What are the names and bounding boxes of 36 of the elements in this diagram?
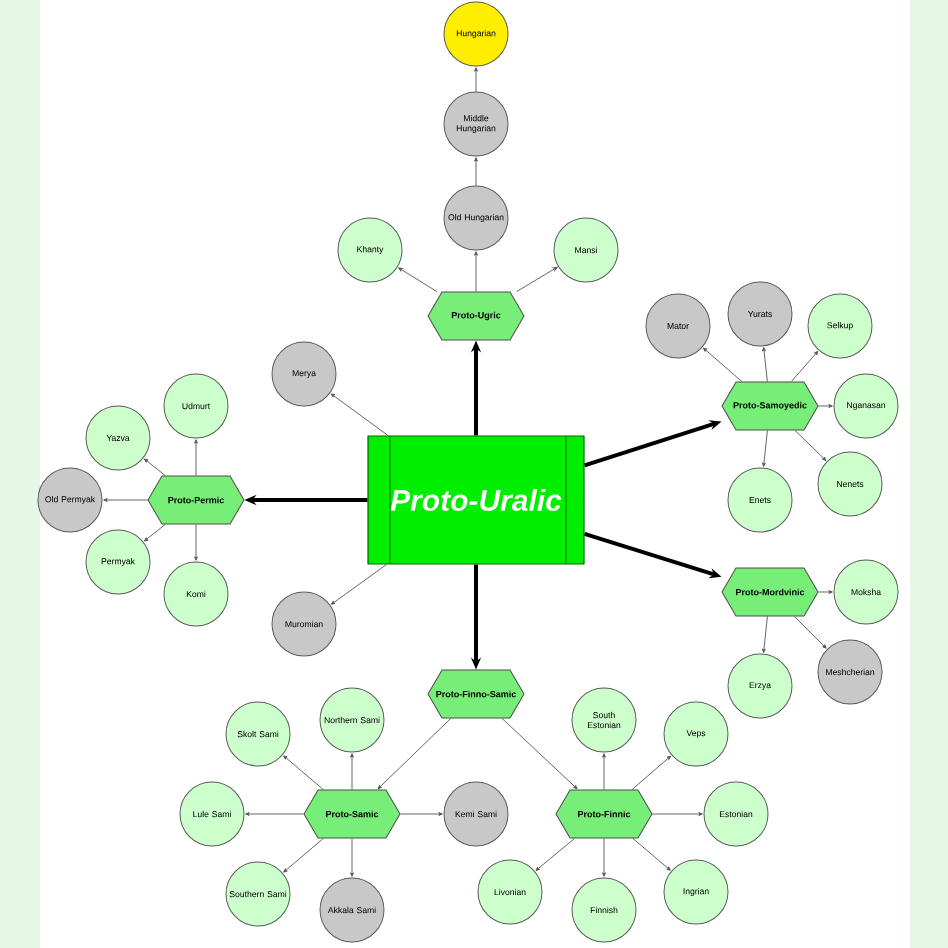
- arrow: [474, 67, 478, 92]
- arrow: [474, 157, 478, 186]
- arrow: [283, 755, 324, 791]
- arrow: [501, 717, 578, 790]
- arrow: [194, 523, 198, 561]
- arrow: [474, 251, 478, 293]
- arrow: [762, 429, 768, 467]
- arrow: [283, 837, 324, 873]
- arrow: [702, 347, 743, 383]
- arrow: [516, 266, 558, 293]
- arrow: [194, 439, 198, 477]
- arrow: [817, 590, 833, 594]
- arrow: [790, 350, 819, 383]
- arrow: [793, 615, 827, 649]
- root-box: Proto-Uralic: [367, 435, 585, 565]
- arrow: [817, 404, 833, 408]
- arrow: [330, 564, 387, 605]
- arrow: [330, 393, 389, 436]
- arrow: [143, 523, 166, 542]
- arrow: [103, 498, 149, 502]
- arrow: [143, 458, 166, 477]
- arrow: [535, 837, 576, 871]
- arrow: [762, 347, 768, 383]
- arrow: [794, 429, 827, 461]
- arrow: [602, 753, 606, 791]
- arrow: [398, 267, 438, 293]
- arrow: [602, 837, 606, 877]
- arrow: [350, 753, 354, 791]
- arrow: [399, 812, 443, 816]
- arrow: [245, 812, 305, 816]
- arrow: [350, 837, 354, 877]
- arrow: [377, 717, 452, 790]
- arrow: [762, 615, 768, 653]
- arrow: [632, 837, 671, 871]
- arrow: [651, 812, 703, 816]
- arrow: [631, 755, 672, 791]
